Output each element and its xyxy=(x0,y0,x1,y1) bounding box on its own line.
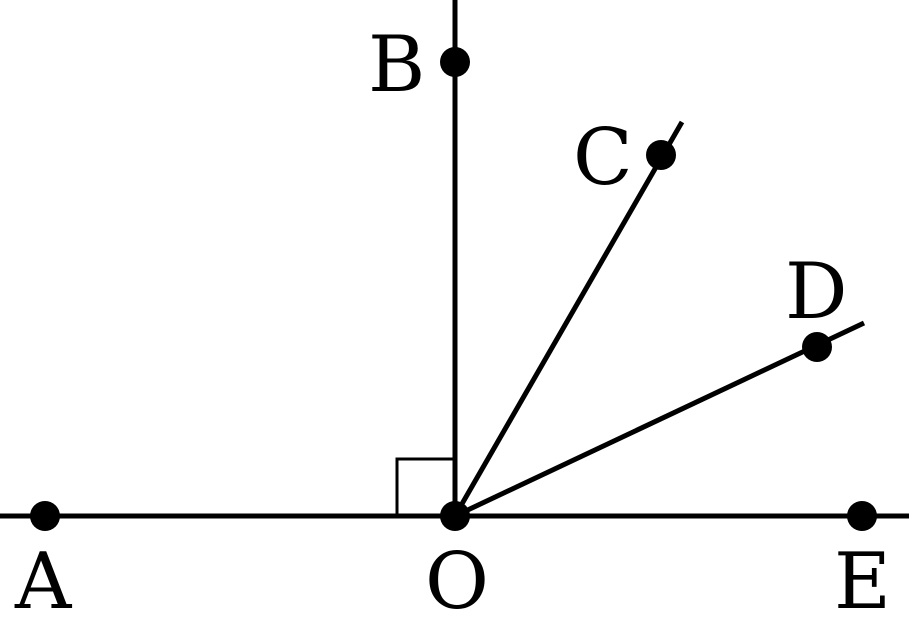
label-d: D xyxy=(785,247,848,337)
label-c: C xyxy=(573,113,633,203)
label-e: E xyxy=(834,537,891,627)
ray-od xyxy=(453,320,866,519)
point-b xyxy=(440,47,470,77)
label-a: A xyxy=(14,537,73,627)
right-angle-marker xyxy=(395,457,455,516)
point-d xyxy=(802,332,832,362)
point-e xyxy=(847,501,877,531)
point-a xyxy=(30,501,60,531)
label-o: O xyxy=(425,537,489,627)
point-o xyxy=(440,501,470,531)
label-b: B xyxy=(368,20,425,110)
ray-oc xyxy=(452,120,685,518)
point-c xyxy=(646,140,676,170)
